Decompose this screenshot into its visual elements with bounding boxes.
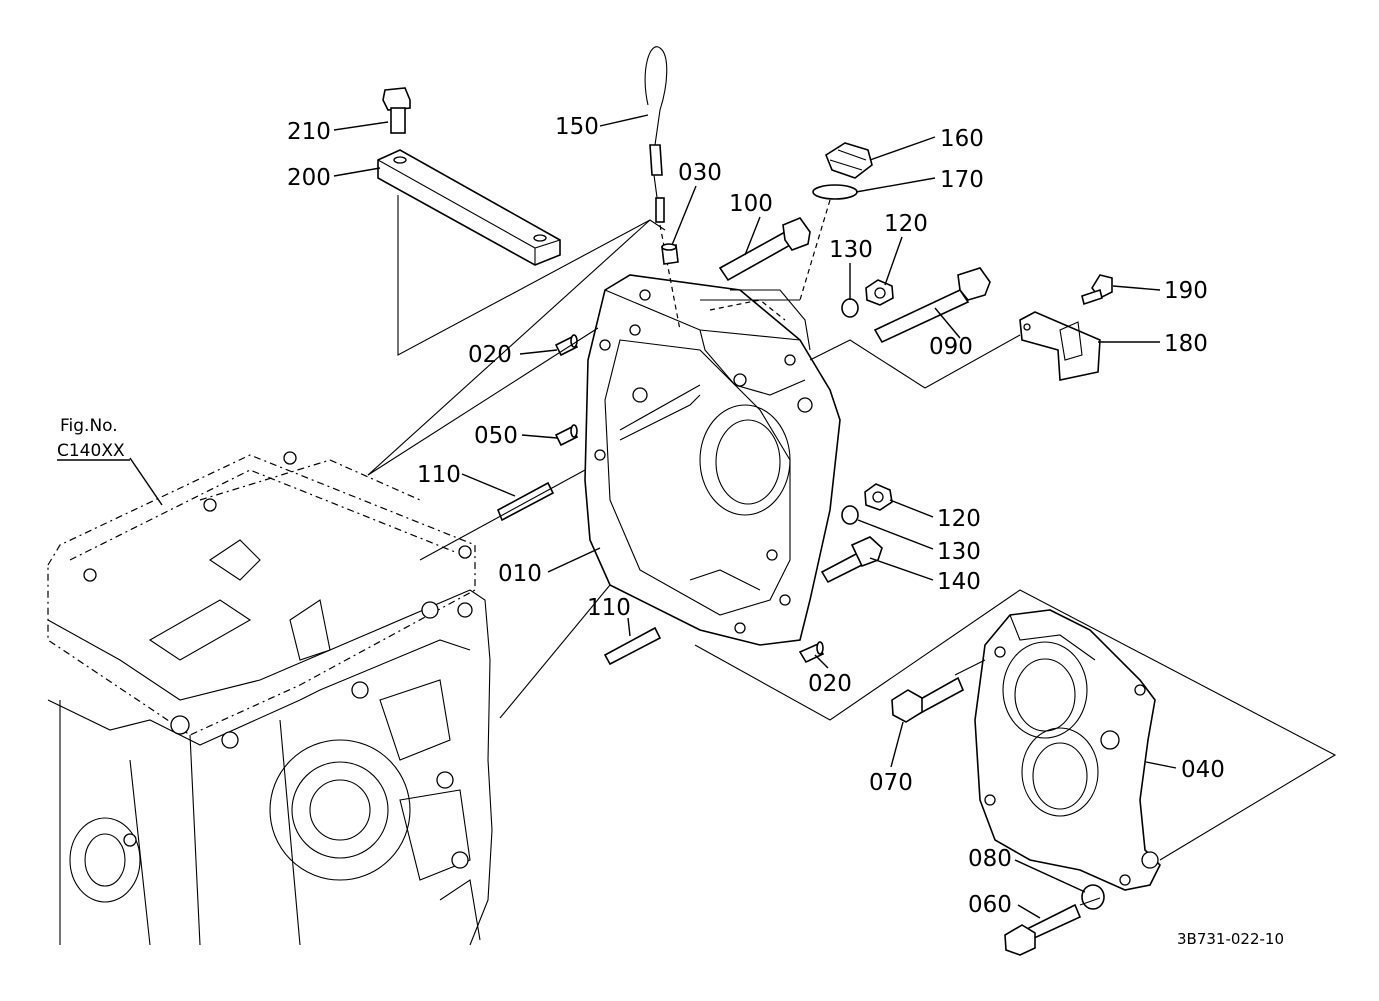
label-160: 160 — [940, 126, 984, 152]
fig-ref-line1: Fig.No. — [60, 416, 118, 436]
figure-reference: Fig.No. C140XX — [57, 416, 130, 461]
pin-050-drawing — [554, 424, 579, 447]
label-100: 100 — [729, 191, 773, 217]
stud-090-drawing — [873, 267, 991, 344]
nut-120b-drawing — [864, 483, 893, 511]
label-070: 070 — [869, 770, 913, 796]
label-130-b: 130 — [937, 539, 981, 565]
pin-020a-drawing — [554, 334, 579, 357]
bolt-060-drawing — [1004, 903, 1082, 956]
label-210: 210 — [287, 119, 331, 145]
label-110-a: 110 — [417, 462, 461, 488]
label-120-b: 120 — [937, 506, 981, 532]
leader-lines — [129, 114, 1177, 919]
stud-110b-drawing — [603, 626, 662, 666]
fig-ref-line2: C140XX — [57, 441, 125, 461]
o-ring-170-drawing — [812, 184, 858, 200]
drawing-code: 3B731-022-10 — [1177, 930, 1284, 948]
part-labels: 210 200 150 030 100 160 170 130 120 190 … — [287, 114, 1225, 918]
screw-190-drawing — [1081, 274, 1113, 306]
washer-080-drawing — [1081, 884, 1105, 910]
bolt-070-drawing — [891, 676, 965, 723]
sleeve-030-drawing — [661, 243, 679, 265]
label-040: 040 — [1181, 757, 1225, 783]
transmission-case-drawing — [47, 451, 493, 946]
bolt-140-drawing — [820, 536, 883, 584]
washer-130b-drawing — [841, 505, 859, 525]
label-110-b: 110 — [587, 595, 631, 621]
housing-010-drawing — [584, 274, 841, 646]
dipstick-150-drawing — [644, 46, 681, 331]
label-050: 050 — [474, 423, 518, 449]
pin-020b-drawing — [798, 641, 825, 664]
label-010: 010 — [498, 561, 542, 587]
label-200: 200 — [287, 165, 331, 191]
label-170: 170 — [940, 167, 984, 193]
nut-120a-drawing — [865, 279, 894, 306]
cover-040-drawing — [974, 609, 1161, 891]
filler-cap-160-drawing — [825, 142, 873, 179]
bracket-200-drawing — [377, 149, 666, 356]
plate-180-drawing — [809, 311, 1101, 389]
label-190: 190 — [1164, 278, 1208, 304]
label-060: 060 — [968, 892, 1012, 918]
label-180: 180 — [1164, 331, 1208, 357]
label-130-a: 130 — [829, 237, 873, 263]
label-150: 150 — [555, 114, 599, 140]
bolt-210-drawing — [382, 87, 411, 134]
washer-130a-drawing — [841, 298, 859, 318]
label-090: 090 — [929, 334, 973, 360]
bolt-100-drawing — [718, 217, 811, 282]
label-020-b: 020 — [808, 671, 852, 697]
label-140: 140 — [937, 569, 981, 595]
stud-110a-drawing — [496, 481, 555, 522]
label-030: 030 — [678, 160, 722, 186]
label-120-a: 120 — [884, 211, 928, 237]
label-020-a: 020 — [468, 342, 512, 368]
label-080: 080 — [968, 846, 1012, 872]
assembly-lines — [367, 219, 1337, 906]
